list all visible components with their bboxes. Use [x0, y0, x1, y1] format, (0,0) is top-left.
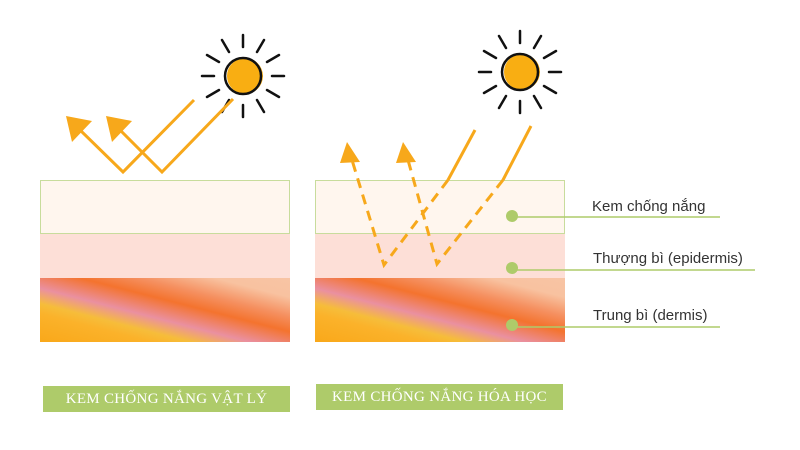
arrowhead-icon: [66, 116, 132, 142]
sunscreen-layer: [40, 180, 290, 234]
skin-panel-chemical: [315, 180, 565, 342]
caption-physical-sunscreen: KEM CHỐNG NẮNG VẬT LÝ: [43, 386, 290, 412]
reflected-rays: [76, 97, 235, 175]
caption-chemical-sunscreen: KEM CHỐNG NẮNG HÓA HỌC: [316, 384, 563, 410]
legend-connectors: [506, 210, 755, 331]
arrowhead-icon: [340, 142, 416, 163]
sunscreen-layer: [315, 180, 565, 234]
epidermis-layer: [315, 233, 565, 278]
epidermis-layer: [40, 233, 290, 278]
skin-panel-physical: [40, 180, 290, 342]
sun-icon: [200, 33, 286, 119]
label-epidermis: Thượng bì (epidermis): [593, 250, 743, 267]
dermis-layer: [315, 278, 565, 342]
label-dermis: Trung bì (dermis): [593, 307, 708, 324]
label-sunscreen-layer: Kem chống nắng: [592, 198, 706, 215]
absorbed-rays: [350, 125, 533, 269]
sun-icon: [477, 29, 563, 115]
dermis-layer: [40, 278, 290, 342]
